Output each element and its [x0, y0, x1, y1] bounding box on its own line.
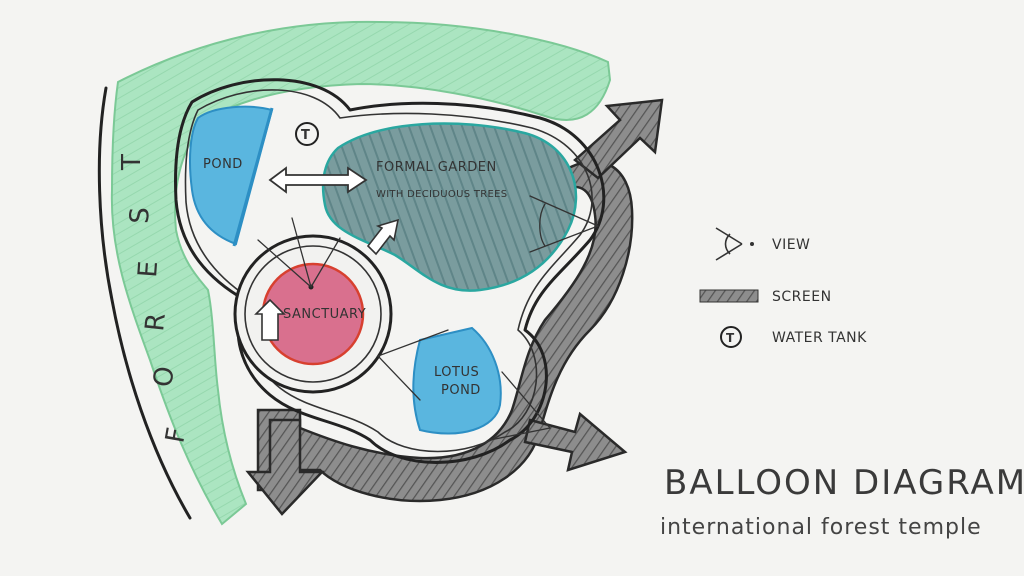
- legend-water-tank-symbol: [720, 326, 742, 348]
- diagram-subtitle: international forest temple: [660, 515, 982, 540]
- diagram-title: BALLOON DIAGRAM: [664, 463, 1024, 503]
- view-line-2: [257, 239, 312, 288]
- view-line-8: [501, 371, 551, 429]
- view-line-9: [489, 427, 551, 441]
- view-line-3: [310, 237, 341, 288]
- lotus-pond-zone: [412, 326, 502, 435]
- view-line-4: [529, 195, 599, 227]
- screen-arrow-southeast: [523, 411, 628, 472]
- forest-letter-e: E: [133, 260, 164, 278]
- forest-band: [110, 20, 612, 526]
- formal-garden-zone: [321, 122, 578, 292]
- forest-outline-stroke: [97, 86, 192, 520]
- legend: VIEW SCREEN T WATER TANK: [699, 227, 867, 348]
- connection-arrow-sanctuary-ring: [254, 298, 286, 341]
- sanctuary-middle-ring: [244, 245, 382, 383]
- forest-letter-s: S: [125, 207, 156, 225]
- view-line-7: [377, 355, 421, 401]
- forest-letter-f: F: [160, 425, 192, 445]
- formal-garden-label: FORMAL GARDEN: [376, 160, 497, 175]
- pond-label: POND: [203, 157, 243, 172]
- water-tank-symbol-plan: [295, 122, 319, 146]
- legend-water-tank-letter: T: [726, 331, 735, 345]
- pond-zone: [189, 105, 274, 246]
- legend-view-symbol: [715, 227, 754, 261]
- sanctuary-label: SANCTUARY: [283, 307, 366, 322]
- forest-letter-t: T: [117, 154, 147, 171]
- legend-screen-label: SCREEN: [772, 289, 832, 305]
- lotus-pond-sublabel: POND: [441, 383, 481, 398]
- view-arc-1: [539, 203, 546, 247]
- outer-balloon-outline: [174, 78, 606, 464]
- connection-arrow-sanctuary-garden: [366, 218, 400, 256]
- formal-garden-sublabel: WITH DECIDUOUS TREES: [376, 189, 507, 200]
- lotus-pond-label: LOTUS: [434, 365, 479, 380]
- legend-view-label: VIEW: [772, 237, 810, 253]
- view-line-1: [291, 217, 312, 288]
- connection-arrow-pond-garden: [268, 166, 368, 194]
- screen-arrow-southwest: [245, 418, 325, 516]
- view-line-5: [529, 225, 599, 253]
- water-tank-letter-plan: T: [301, 128, 310, 143]
- forest-letter-o: O: [148, 365, 181, 389]
- legend-screen-symbol: [699, 289, 759, 303]
- pond-edge: [232, 107, 274, 247]
- view-line-6: [377, 329, 449, 357]
- screen-arrow-northeast: [573, 98, 664, 180]
- legend-water-tank-label: WATER TANK: [772, 330, 867, 346]
- forest-letter-r: R: [140, 312, 172, 333]
